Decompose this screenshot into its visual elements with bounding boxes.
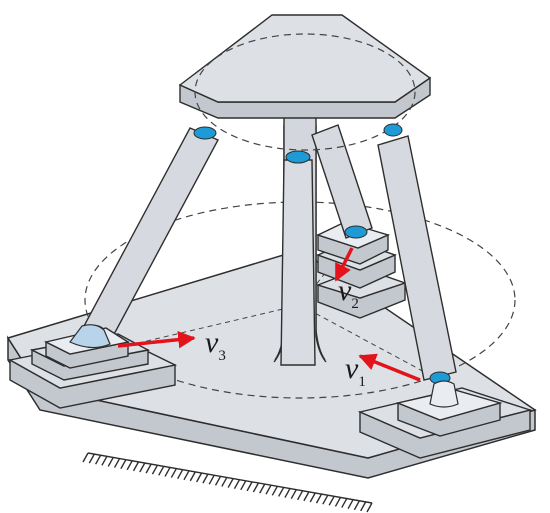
top-platform-top [178,14,432,103]
ground-hatch-mark [151,464,159,475]
ground-hatch-mark [221,477,228,487]
ground-hatch-mark [278,487,285,497]
center-dash-line-1 [129,304,301,346]
ground-hatch-mark [88,453,95,464]
ground-hatch-mark [265,484,272,495]
ground-hatch-mark [259,483,266,494]
ground-hatch-mark [233,479,241,490]
joint-top-center [285,150,311,164]
ground-hatch-mark [252,482,260,493]
ground-hatch-mark [189,471,196,482]
ground-hatch-mark [107,457,114,467]
joint-top-right [383,123,403,137]
slider-block-3 [8,324,178,409]
ground-hatch-mark [353,500,360,511]
arrow-v1 [358,353,421,382]
joint-slider-2 [344,225,368,239]
ground-hatch-mark [95,454,102,465]
velocity-arrows [117,247,421,382]
top-circle-dashed [194,33,416,151]
ground-hatch-mark [290,489,297,500]
slider-block-1 [357,380,533,459]
ground-hatch-mark [177,469,184,480]
pivot-1 [429,380,459,408]
ground-hatch-mark [334,497,342,507]
leg-2 [311,124,373,239]
ground-hatch-mark [347,499,354,510]
ground-line [87,452,373,504]
leg-center-front [280,159,316,366]
ground-hatch-mark [195,472,203,483]
ground-hatch-mark [132,461,140,472]
ground-hatch-mark [227,478,234,488]
ground-hatch-mark [341,498,348,508]
ground-hatch-mark [214,475,222,486]
ground-hatch-mark [139,462,146,473]
ground-hatch-mark [284,488,291,498]
ground-hatch-mark [113,458,121,468]
pivot-3 [69,324,111,349]
base-circle-dashed [84,201,516,399]
top-platform [178,14,432,151]
center-dash-line-2 [299,304,431,376]
ground-hatch-mark [366,502,373,513]
ground-hatch-mark [271,485,278,496]
ground-hatch-mark [322,494,329,505]
joint-top-left [193,126,217,140]
ground-hatch-mark [183,470,190,481]
label-v1: v1 [345,352,366,390]
ground-hatch-mark [315,493,323,504]
ground-hatch [82,452,373,513]
ground-hatch-mark [303,491,310,502]
ground-hatch-mark [170,468,177,478]
arrow-v3 [117,330,196,349]
ground-hatch-mark [120,459,127,470]
label-v3: v3 [205,326,226,364]
arrow-v2 [334,247,354,282]
ground-hatch-mark [360,501,367,512]
ground-hatch-mark [158,465,165,476]
leg-1 [377,135,457,381]
ground-hatch-mark [240,480,247,491]
ground-hatch-mark [328,495,335,506]
ground-hatch-mark [145,463,152,474]
ground-hatch-mark [296,490,304,501]
ground-hatch-mark [208,474,215,485]
ground-hatch-mark [246,481,253,492]
ground-hatch-mark [126,460,133,471]
ground-hatch-mark [164,467,171,477]
ground-hatch-mark [309,492,316,503]
ground-hatch-mark [82,452,89,463]
ground-hatch-mark [101,455,108,466]
ground-hatch-mark [202,473,209,484]
label-v2: v2 [338,274,359,312]
